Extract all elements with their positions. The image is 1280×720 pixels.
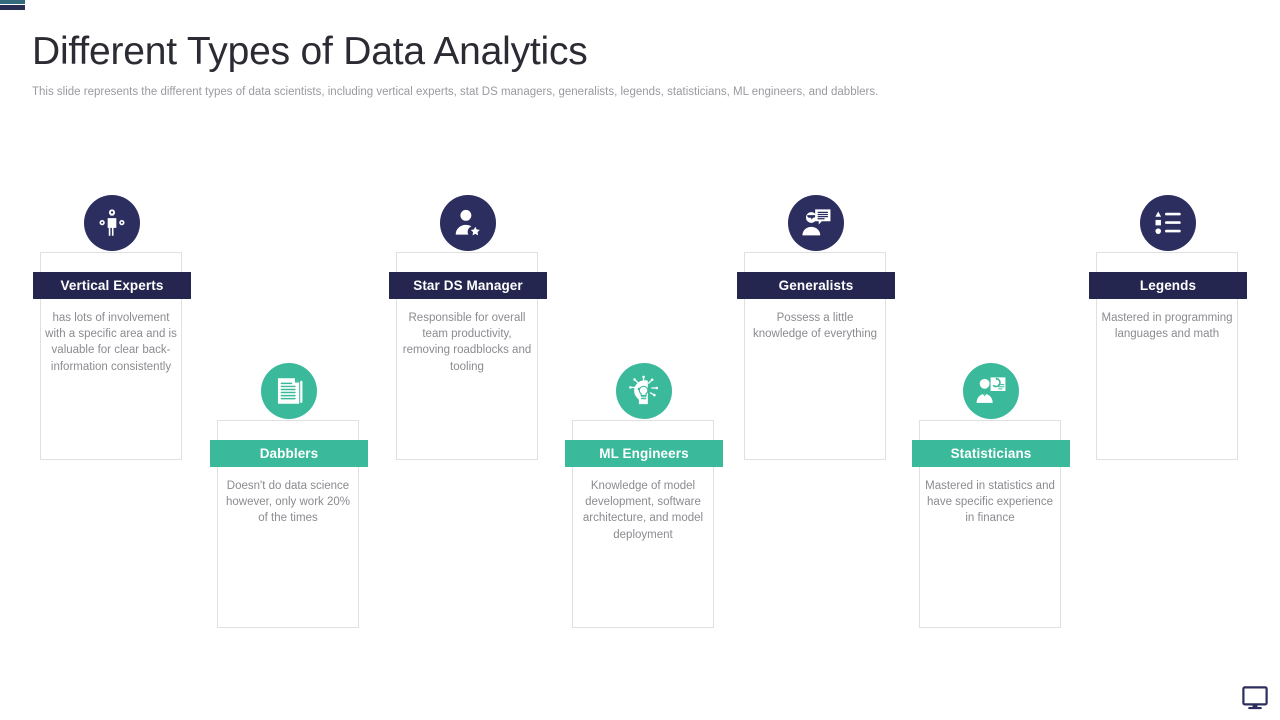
card-title: Vertical Experts (60, 278, 164, 293)
card-banner: Star DS Manager (389, 272, 547, 299)
card-description: Possess a little knowledge of everything (752, 312, 878, 341)
card-description: Mastered in statistics and have specific… (925, 480, 1055, 525)
card-title: Generalists (778, 278, 854, 293)
person-report-icon (963, 363, 1019, 419)
person-presentation-icon (788, 195, 844, 251)
card-title: ML Engineers (599, 446, 689, 461)
page-title: Different Types of Data Analytics (32, 30, 588, 73)
document-book-icon (261, 363, 317, 419)
card-title: Legends (1139, 278, 1197, 293)
card-banner: Statisticians (912, 440, 1070, 467)
deco-bar-navy (0, 5, 25, 10)
monitor-icon (1242, 686, 1268, 710)
card-banner: ML Engineers (565, 440, 723, 467)
card-description: Mastered in programming languages and ma… (1101, 312, 1233, 341)
legend-list-icon (1140, 195, 1196, 251)
page-subtitle: This slide represents the different type… (32, 86, 879, 98)
head-lightbulb-icon (616, 363, 672, 419)
person-gears-icon (84, 195, 140, 251)
card-description: has lots of involvement with a specific … (45, 312, 177, 373)
card-banner: Dabblers (210, 440, 368, 467)
person-star-icon (440, 195, 496, 251)
card-banner: Legends (1089, 272, 1247, 299)
card-title: Star DS Manager (413, 278, 523, 293)
card-title: Statisticians (950, 446, 1032, 461)
card-description: Doesn't do data science however, only wo… (225, 480, 350, 525)
card-banner: Vertical Experts (33, 272, 191, 299)
card-banner: Generalists (737, 272, 895, 299)
card-description: Knowledge of model development, software… (582, 480, 704, 541)
card-title: Dabblers (259, 446, 319, 461)
deco-bar-teal (0, 0, 25, 4)
card-description: Responsible for overall team productivit… (402, 312, 532, 373)
